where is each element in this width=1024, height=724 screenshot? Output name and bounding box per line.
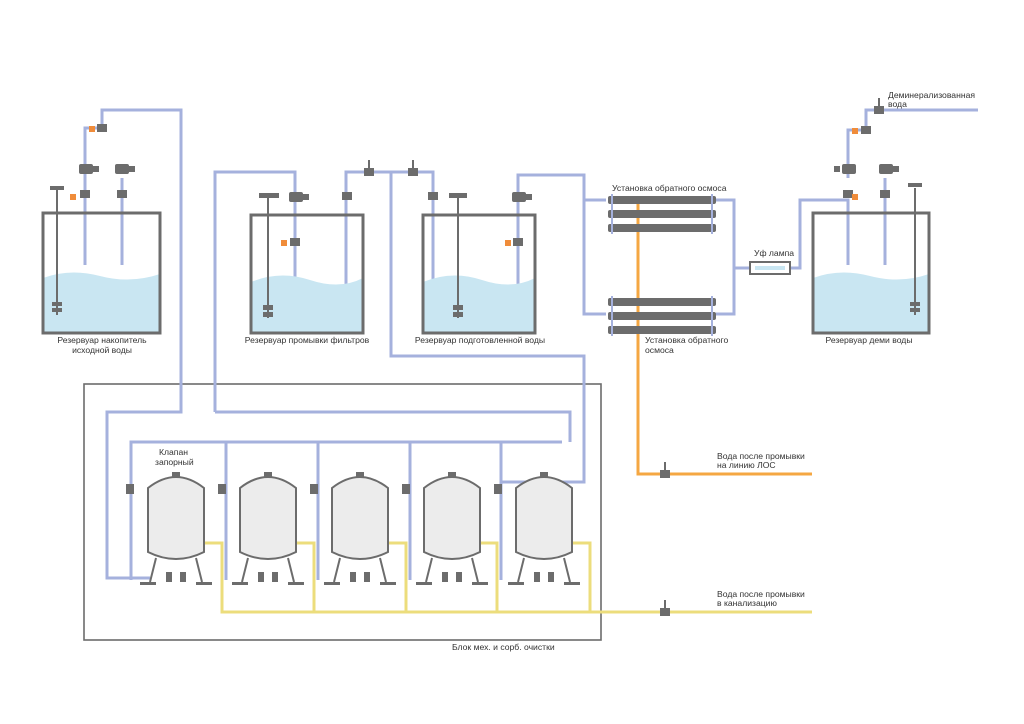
filter-vessel [310, 472, 396, 585]
valve-icon [861, 126, 871, 134]
prepared-water-tank-label: Резервуар подготовленной воды [415, 335, 545, 345]
filter-vessel [218, 472, 304, 585]
filter-wash-tank [249, 193, 365, 335]
valve-icon [660, 462, 670, 478]
pump-icon [115, 164, 135, 174]
prepared-water-tank [421, 193, 537, 335]
pump-icon [289, 192, 309, 202]
treatment-line-label-1: Вода после промывки [717, 451, 805, 461]
sensor-icon [852, 194, 858, 200]
filter-wash-tank-label: Резервуар промывки фильтров [245, 335, 370, 345]
pump-icon [79, 164, 99, 174]
sewer-label-1: Вода после промывки [717, 589, 805, 599]
valve-icon [874, 98, 884, 114]
uv-lamp-label: Уф лампа [754, 248, 794, 258]
sewer-label-2: в канализацию [717, 598, 777, 608]
ro-unit-top [608, 194, 716, 234]
valve-icon [97, 124, 107, 132]
mech-sorb-block-frame [83, 383, 602, 641]
sensor-icon [281, 240, 287, 246]
demi-tank-label: Резервуар деми воды [825, 335, 912, 345]
sensor-icon [852, 128, 858, 134]
valve-icon [80, 190, 90, 198]
sensor-icon [89, 126, 95, 132]
source-tank-label-2: исходной воды [72, 345, 132, 355]
sensor-icon [505, 240, 511, 246]
valve-icon [364, 160, 374, 176]
valve-icon [342, 192, 352, 200]
ro-unit-bottom-label-1: Установка обратного [645, 335, 728, 345]
labels: Резервуар накопитель исходной воды Резер… [57, 90, 975, 652]
concentrate-pipe [636, 200, 812, 476]
shutoff-valve-label-1: Клапан [159, 447, 188, 457]
pump-icon [834, 164, 856, 174]
sensor-icon [70, 194, 76, 200]
uv-lamp [749, 261, 791, 275]
mech-sorb-block-label: Блок мех. и сорб. очистки [452, 642, 555, 652]
pumps [79, 164, 899, 202]
ro-unit-bottom-label-2: осмоса [645, 345, 674, 355]
treatment-line-label-2: на линию ЛОС [717, 460, 776, 470]
pump-icon [512, 192, 532, 202]
demi-tank [811, 183, 931, 335]
demineralized-water-label-2: вода [888, 99, 907, 109]
valve-icon [117, 190, 127, 198]
filter-row [126, 472, 580, 585]
valve-icon [513, 238, 523, 246]
ro-unit-bottom [608, 296, 716, 336]
valve-icon [408, 160, 418, 176]
valve-icon [660, 600, 670, 616]
sensors [70, 126, 858, 246]
valve-icon [843, 190, 853, 198]
source-tank-label-1: Резервуар накопитель [57, 335, 147, 345]
valves [80, 98, 890, 616]
valve-icon [290, 238, 300, 246]
drain-pipes [204, 541, 812, 614]
pump-icon [879, 164, 899, 174]
filter-vessel [402, 472, 488, 585]
ro-unit-top-label: Установка обратного осмоса [612, 183, 727, 193]
valve-icon [880, 190, 890, 198]
source-tank [41, 186, 162, 335]
valve-icon [428, 192, 438, 200]
filter-vessel [126, 472, 212, 585]
shutoff-valve-label-2: запорный [155, 457, 194, 467]
demineralized-water-label-1: Деминерализованная [888, 90, 975, 100]
filter-vessel [494, 472, 580, 585]
